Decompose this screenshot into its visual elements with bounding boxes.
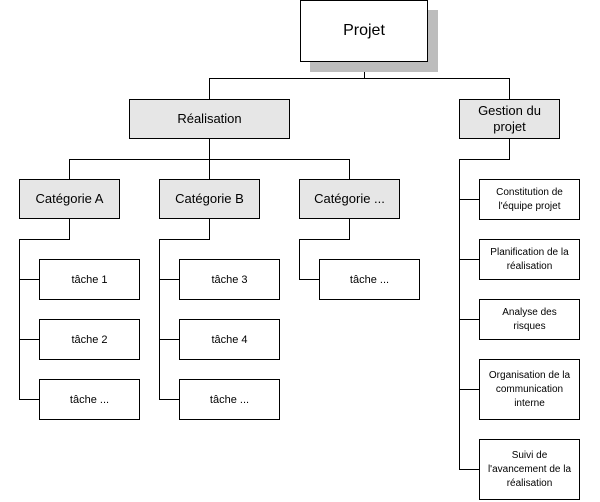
node-realisation: Réalisation xyxy=(129,99,290,139)
gestion-item: Suivi de l'avancement de la réalisation xyxy=(479,439,580,500)
connector-cat-etc xyxy=(299,219,350,280)
gestion-item: Analyse des risques xyxy=(479,299,580,340)
task-label: tâche ... xyxy=(349,273,390,286)
gestion-item-label: Analyse des risques xyxy=(502,306,557,332)
task-node: tâche 1 xyxy=(39,259,140,300)
connector-realisation xyxy=(69,139,350,179)
gestion-item: Organisation de la communication interne xyxy=(479,359,580,420)
gestion-item-label: Organisation de la communication interne xyxy=(488,369,571,409)
categorie-b-label: Catégorie B xyxy=(175,191,244,206)
gestion-item: Constitution de l'équipe projet xyxy=(479,179,580,220)
node-gestion-label: Gestion du projet xyxy=(478,103,541,134)
root-node-projet: Projet xyxy=(300,0,428,62)
task-label: tâche ... xyxy=(69,393,110,406)
task-label: tâche 1 xyxy=(71,273,108,286)
node-categorie-a: Catégorie A xyxy=(19,179,120,219)
task-label: tâche 2 xyxy=(71,333,108,346)
node-gestion-projet: Gestion du projet xyxy=(459,99,560,139)
connector-cat-b xyxy=(159,219,210,400)
task-node: tâche 4 xyxy=(179,319,280,360)
gestion-item-label: Constitution de l'équipe projet xyxy=(496,186,563,212)
connector-root xyxy=(209,62,510,99)
task-node: tâche ... xyxy=(319,259,420,300)
connector-cat-a xyxy=(19,219,70,400)
task-label: tâche 4 xyxy=(211,333,248,346)
task-label: tâche ... xyxy=(209,393,250,406)
gestion-item: Planification de la réalisation xyxy=(479,239,580,280)
gestion-item-label: Suivi de l'avancement de la réalisation xyxy=(487,449,572,489)
connector-gestion xyxy=(459,139,510,470)
task-node: tâche ... xyxy=(39,379,140,420)
task-label: tâche 3 xyxy=(211,273,248,286)
categorie-a-label: Catégorie A xyxy=(35,191,104,206)
node-categorie-etc: Catégorie ... xyxy=(299,179,400,219)
node-categorie-b: Catégorie B xyxy=(159,179,260,219)
task-node: tâche 3 xyxy=(179,259,280,300)
gestion-item-label: Planification de la réalisation xyxy=(490,246,569,272)
categorie-etc-label: Catégorie ... xyxy=(314,191,385,206)
node-realisation-label: Réalisation xyxy=(177,111,242,126)
task-node: tâche ... xyxy=(179,379,280,420)
root-label: Projet xyxy=(343,22,385,39)
task-node: tâche 2 xyxy=(39,319,140,360)
